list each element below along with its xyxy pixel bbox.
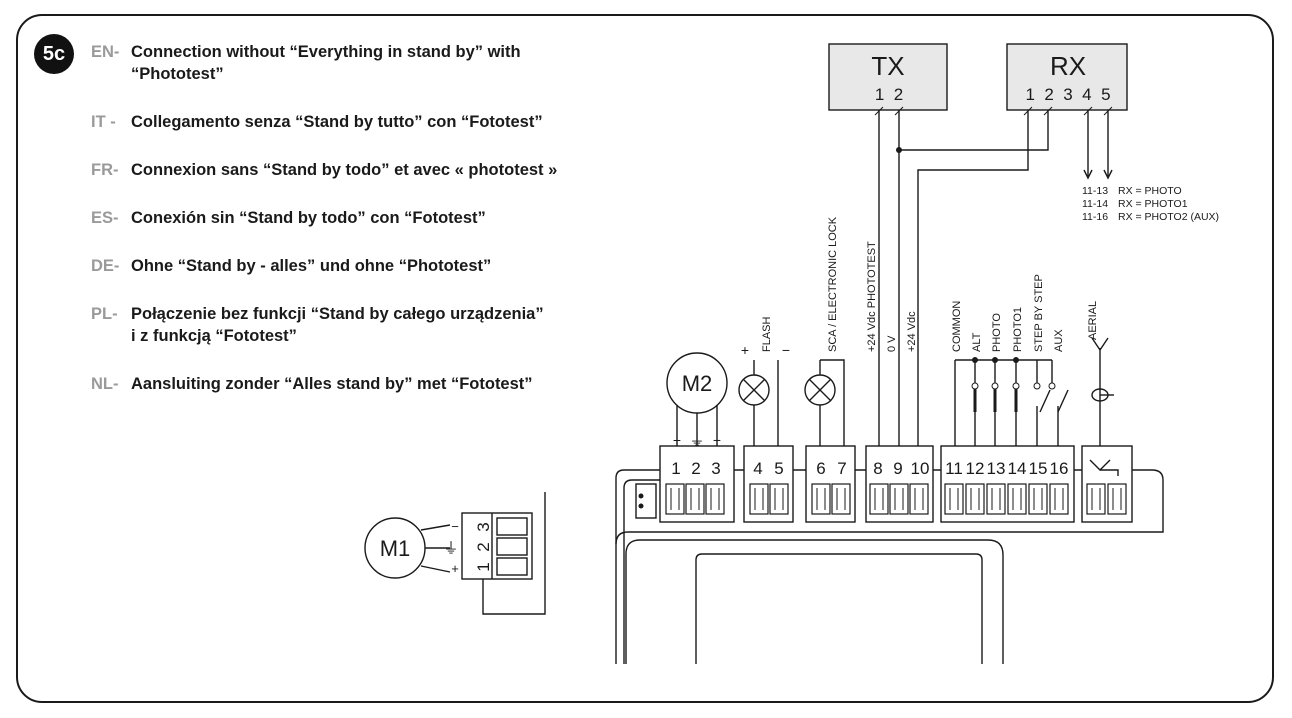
terminal-number: 11 [945, 459, 963, 478]
jumper [635, 483, 657, 519]
lang-text-cont: i z funkcją “Fototest” [131, 327, 297, 345]
lang-text: Połączenie bez funkcji “Stand by całego … [131, 305, 544, 323]
photo-label: PHOTO [991, 313, 1003, 352]
rx-note-code: 11-14 [1082, 198, 1108, 210]
lang-code: DE- [91, 257, 120, 275]
caption-es: ES- Conexión sin “Stand by todo” con “Fot… [91, 207, 486, 229]
terminal-number: 2 [691, 459, 700, 478]
m1-minus: − [451, 519, 459, 534]
tx-box [828, 43, 948, 111]
rx-label: RX [1050, 51, 1086, 81]
lang-text-cont: “Phototest” [131, 65, 224, 83]
common-wire [954, 359, 1052, 446]
terminal-number: 1 [671, 459, 680, 478]
m1-ground-icon: ⏚ [443, 540, 458, 557]
terminal-number: 16 [1050, 459, 1069, 478]
figure-badge: 5c [34, 34, 74, 74]
terminal-number: 10 [911, 459, 930, 478]
m1-terminal-number: 1 [474, 562, 493, 571]
m2-plus: + [673, 432, 681, 448]
lang-code: NL- [91, 375, 119, 393]
flash-label: FLASH [761, 316, 773, 352]
m1-terminal-number: 3 [474, 522, 493, 531]
lang-text: Connection without “Everything in stand … [131, 43, 521, 61]
caption-de: DE- Ohne “Stand by - alles” und ohne “Pho… [91, 255, 491, 277]
lang-text: Conexión sin “Stand by todo” con “Fotote… [131, 209, 486, 227]
caption-it: IT - Collegamento senza “Stand by tutto” … [91, 111, 543, 133]
terminal-block-4-5 [743, 445, 794, 523]
terminal-block-aerial [1081, 445, 1133, 523]
m1-terminal-number: 2 [474, 542, 493, 551]
rx-note-code: 11-16 [1082, 211, 1108, 223]
tx-terminals: 1 2 [875, 85, 903, 104]
rx-note-text: RX = PHOTO2 (AUX) [1118, 211, 1219, 223]
terminal-number: 14 [1008, 459, 1027, 478]
rx-note-text: RX = PHOTO1 [1118, 198, 1188, 210]
m1-label: M1 [380, 536, 411, 561]
lang-code: IT - [91, 113, 116, 131]
m2-label: M2 [682, 371, 713, 396]
m2-minus: − [713, 432, 721, 448]
board-outline [615, 469, 1164, 664]
step-by-step-label: STEP BY STEP [1033, 274, 1045, 352]
photocell-wires [878, 110, 1049, 446]
lang-text: Aansluiting zonder “Alles stand by” met … [131, 375, 533, 393]
terminal-number: 13 [987, 459, 1006, 478]
lang-code: FR- [91, 161, 119, 179]
flash-plus: + [741, 342, 749, 358]
lang-text: Collegamento senza “Stand by tutto” con … [131, 113, 543, 131]
photo1-label: PHOTO1 [1012, 307, 1024, 352]
common-label: COMMON [951, 301, 963, 352]
flash-minus: − [782, 342, 790, 358]
caption-fr: FR- Connexion sans “Stand by todo” et ave… [91, 159, 557, 181]
zero-volt-label: 0 V [886, 335, 898, 352]
rx-terminals: 1 2 3 4 5 [1025, 85, 1110, 104]
terminal-block-11-16 [940, 445, 1075, 523]
terminal-number: 5 [774, 459, 783, 478]
rx-note-code: 11-13 [1082, 185, 1108, 197]
rx-note-text: RX = PHOTO [1118, 185, 1182, 197]
board-inner [625, 539, 1004, 664]
lang-code: ES- [91, 209, 119, 227]
terminal-number: 7 [837, 459, 846, 478]
terminal-number: 9 [893, 459, 902, 478]
diagram-frame [16, 14, 1274, 703]
terminal-number: 3 [711, 459, 720, 478]
terminal-number: 8 [873, 459, 882, 478]
lang-code: PL- [91, 305, 118, 323]
m1-plus: + [451, 561, 459, 576]
tx-label: TX [871, 51, 904, 81]
terminal-number: 6 [816, 459, 825, 478]
aerial-label: AERIAL [1087, 301, 1099, 340]
terminal-block-m1 [461, 512, 533, 580]
m2-ground-icon: ⏚ [689, 432, 704, 449]
caption-nl: NL- Aansluiting zonder “Alles stand by” m… [91, 373, 533, 395]
phototest-label: +24 Vdc PHOTOTEST [866, 241, 878, 352]
terminal-number: 4 [753, 459, 762, 478]
sca-label: SCA / ELECTRONIC LOCK [827, 216, 839, 352]
v24-label: +24 Vdc [906, 311, 918, 352]
terminal-number: 15 [1029, 459, 1048, 478]
aux-label: AUX [1053, 329, 1065, 352]
rx-box [1006, 43, 1128, 111]
terminal-number: 12 [966, 459, 985, 478]
caption-pl: PL- Połączenie bez funkcji “Stand by całe… [91, 303, 544, 347]
alt-label: ALT [971, 332, 983, 352]
lang-text: Connexion sans “Stand by todo” et avec «… [131, 161, 558, 179]
lang-code: EN- [91, 43, 120, 61]
caption-en: EN- Connection without “Everything in sta… [91, 41, 521, 85]
terminal-block-6-7 [805, 445, 856, 523]
lang-text: Ohne “Stand by - alles” und ohne “Photot… [131, 257, 492, 275]
